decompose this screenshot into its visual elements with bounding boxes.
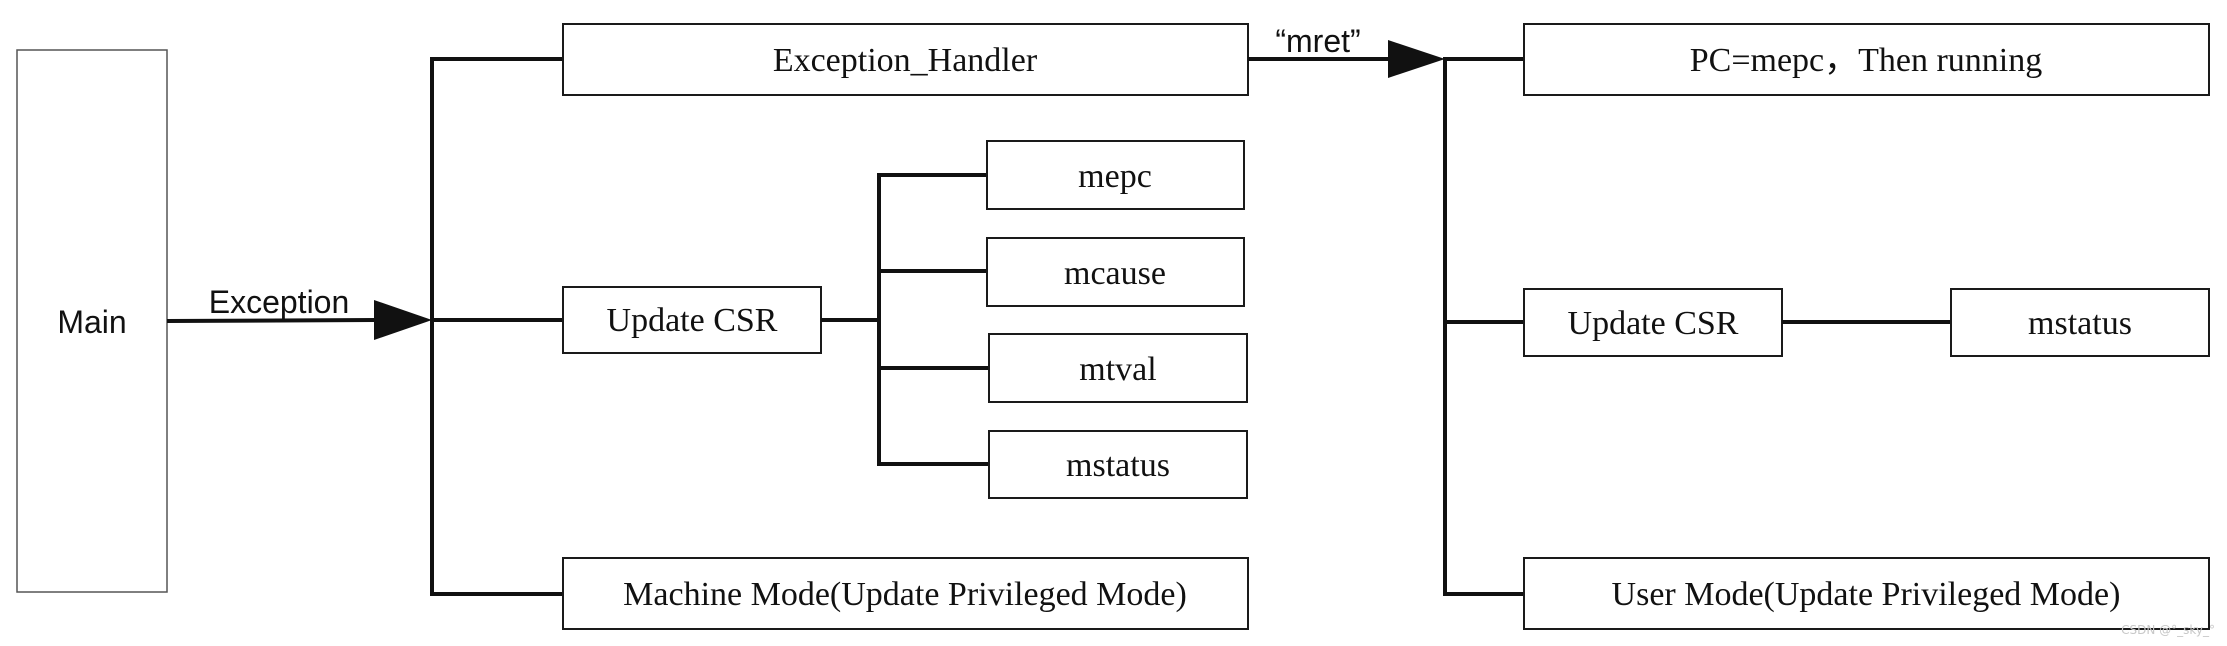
node-main: Main	[16, 49, 168, 593]
watermark: CSDN @°_sky_°	[2121, 623, 2215, 637]
edge-exception: Exception	[166, 284, 432, 340]
node-pc-mepc-label: PC=mepc，Then running	[1690, 42, 2043, 79]
node-mcause: mcause	[986, 237, 1245, 307]
edge-mret: “mret”	[1248, 23, 1445, 78]
node-mepc-label: mepc	[1078, 158, 1152, 195]
node-update-csr-right-label: Update CSR	[1568, 305, 1739, 342]
node-mstatus-left-label: mstatus	[1066, 447, 1170, 484]
node-mcause-label: mcause	[1064, 255, 1166, 292]
left-branch-connector	[430, 57, 563, 596]
node-mstatus-right-label: mstatus	[2028, 305, 2132, 342]
node-update-csr-left: Update CSR	[562, 286, 822, 354]
mret-arrowhead	[1388, 40, 1445, 78]
node-mepc: mepc	[986, 140, 1245, 210]
node-mtval: mtval	[988, 333, 1248, 403]
node-user-mode: User Mode(Update Privileged Mode)	[1523, 557, 2210, 630]
exception-arrowhead	[374, 300, 432, 340]
csr-branch-connector	[821, 173, 989, 466]
node-pc-mepc: PC=mepc，Then running	[1523, 23, 2210, 96]
node-machine-mode: Machine Mode(Update Privileged Mode)	[562, 557, 1249, 630]
node-exception-handler: Exception_Handler	[562, 23, 1249, 96]
node-mtval-label: mtval	[1079, 351, 1156, 388]
node-update-csr-left-label: Update CSR	[607, 302, 778, 339]
edge-mret-label: “mret”	[1275, 23, 1360, 59]
node-update-csr-right: Update CSR	[1523, 288, 1783, 357]
node-exception-handler-label: Exception_Handler	[773, 42, 1038, 79]
node-mstatus-right: mstatus	[1950, 288, 2210, 357]
node-mstatus-left: mstatus	[988, 430, 1248, 499]
node-main-label: Main	[57, 304, 126, 340]
node-machine-mode-label: Machine Mode(Update Privileged Mode)	[623, 576, 1187, 613]
edge-exception-label: Exception	[209, 284, 350, 320]
node-user-mode-label: User Mode(Update Privileged Mode)	[1612, 576, 2121, 613]
right-branch-connector	[1443, 57, 1524, 596]
